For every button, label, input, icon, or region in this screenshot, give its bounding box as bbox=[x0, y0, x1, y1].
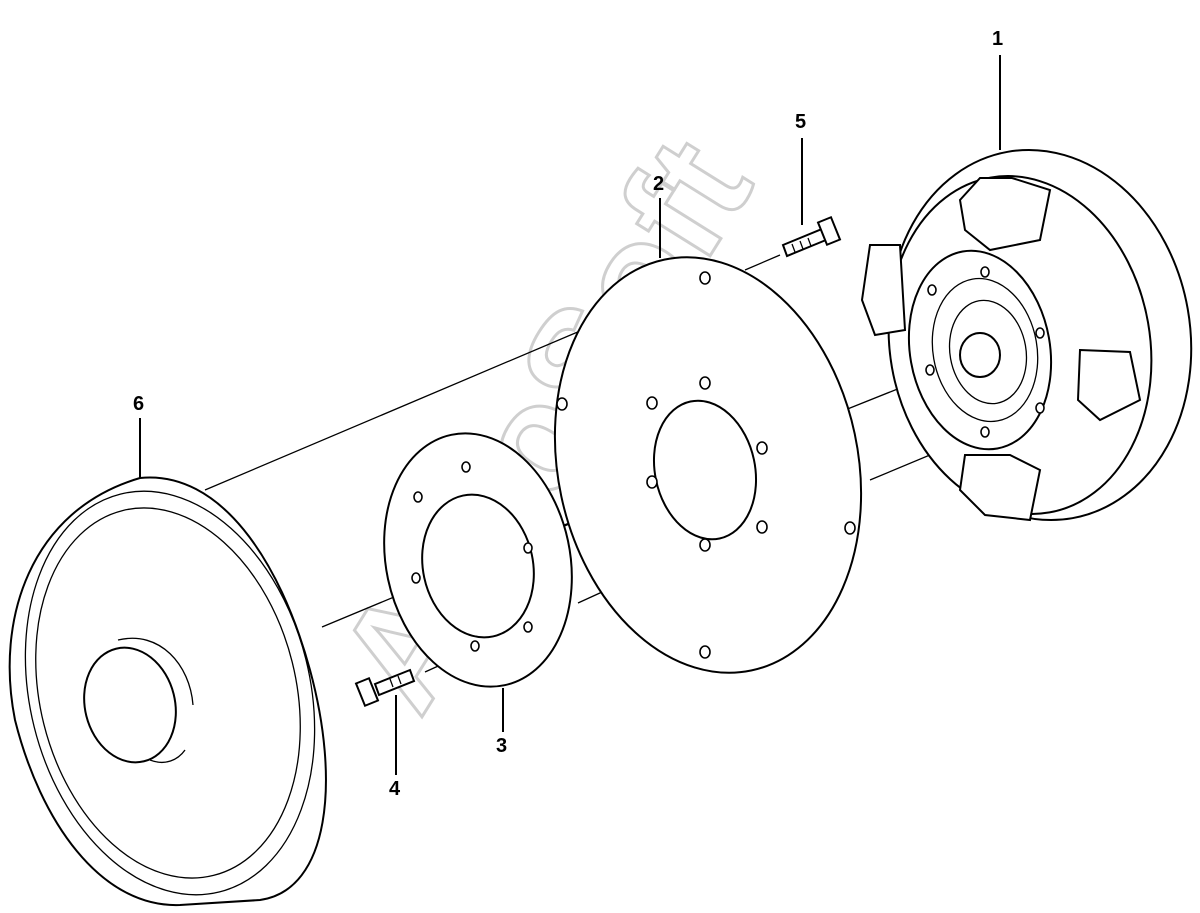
callout-part-4: 4 bbox=[389, 778, 401, 800]
adapter-plate bbox=[383, 432, 573, 688]
flexplate-drum bbox=[8, 476, 327, 907]
callout-part-5: 5 bbox=[795, 111, 806, 133]
bolt-lower bbox=[354, 668, 416, 708]
converter-bolt-holes bbox=[925, 266, 1045, 438]
bolt-upper bbox=[781, 215, 842, 258]
disc-bolt-holes bbox=[556, 271, 856, 659]
callout-part-2: 2 bbox=[653, 173, 664, 195]
callout-part-1: 1 bbox=[992, 28, 1003, 50]
callout-part-6: 6 bbox=[133, 393, 144, 415]
adapter-bolt-holes bbox=[411, 461, 533, 652]
leader-lines bbox=[139, 55, 1001, 775]
flex-disc bbox=[553, 256, 863, 674]
torque-converter bbox=[860, 148, 1193, 522]
callout-part-3: 3 bbox=[496, 735, 507, 757]
